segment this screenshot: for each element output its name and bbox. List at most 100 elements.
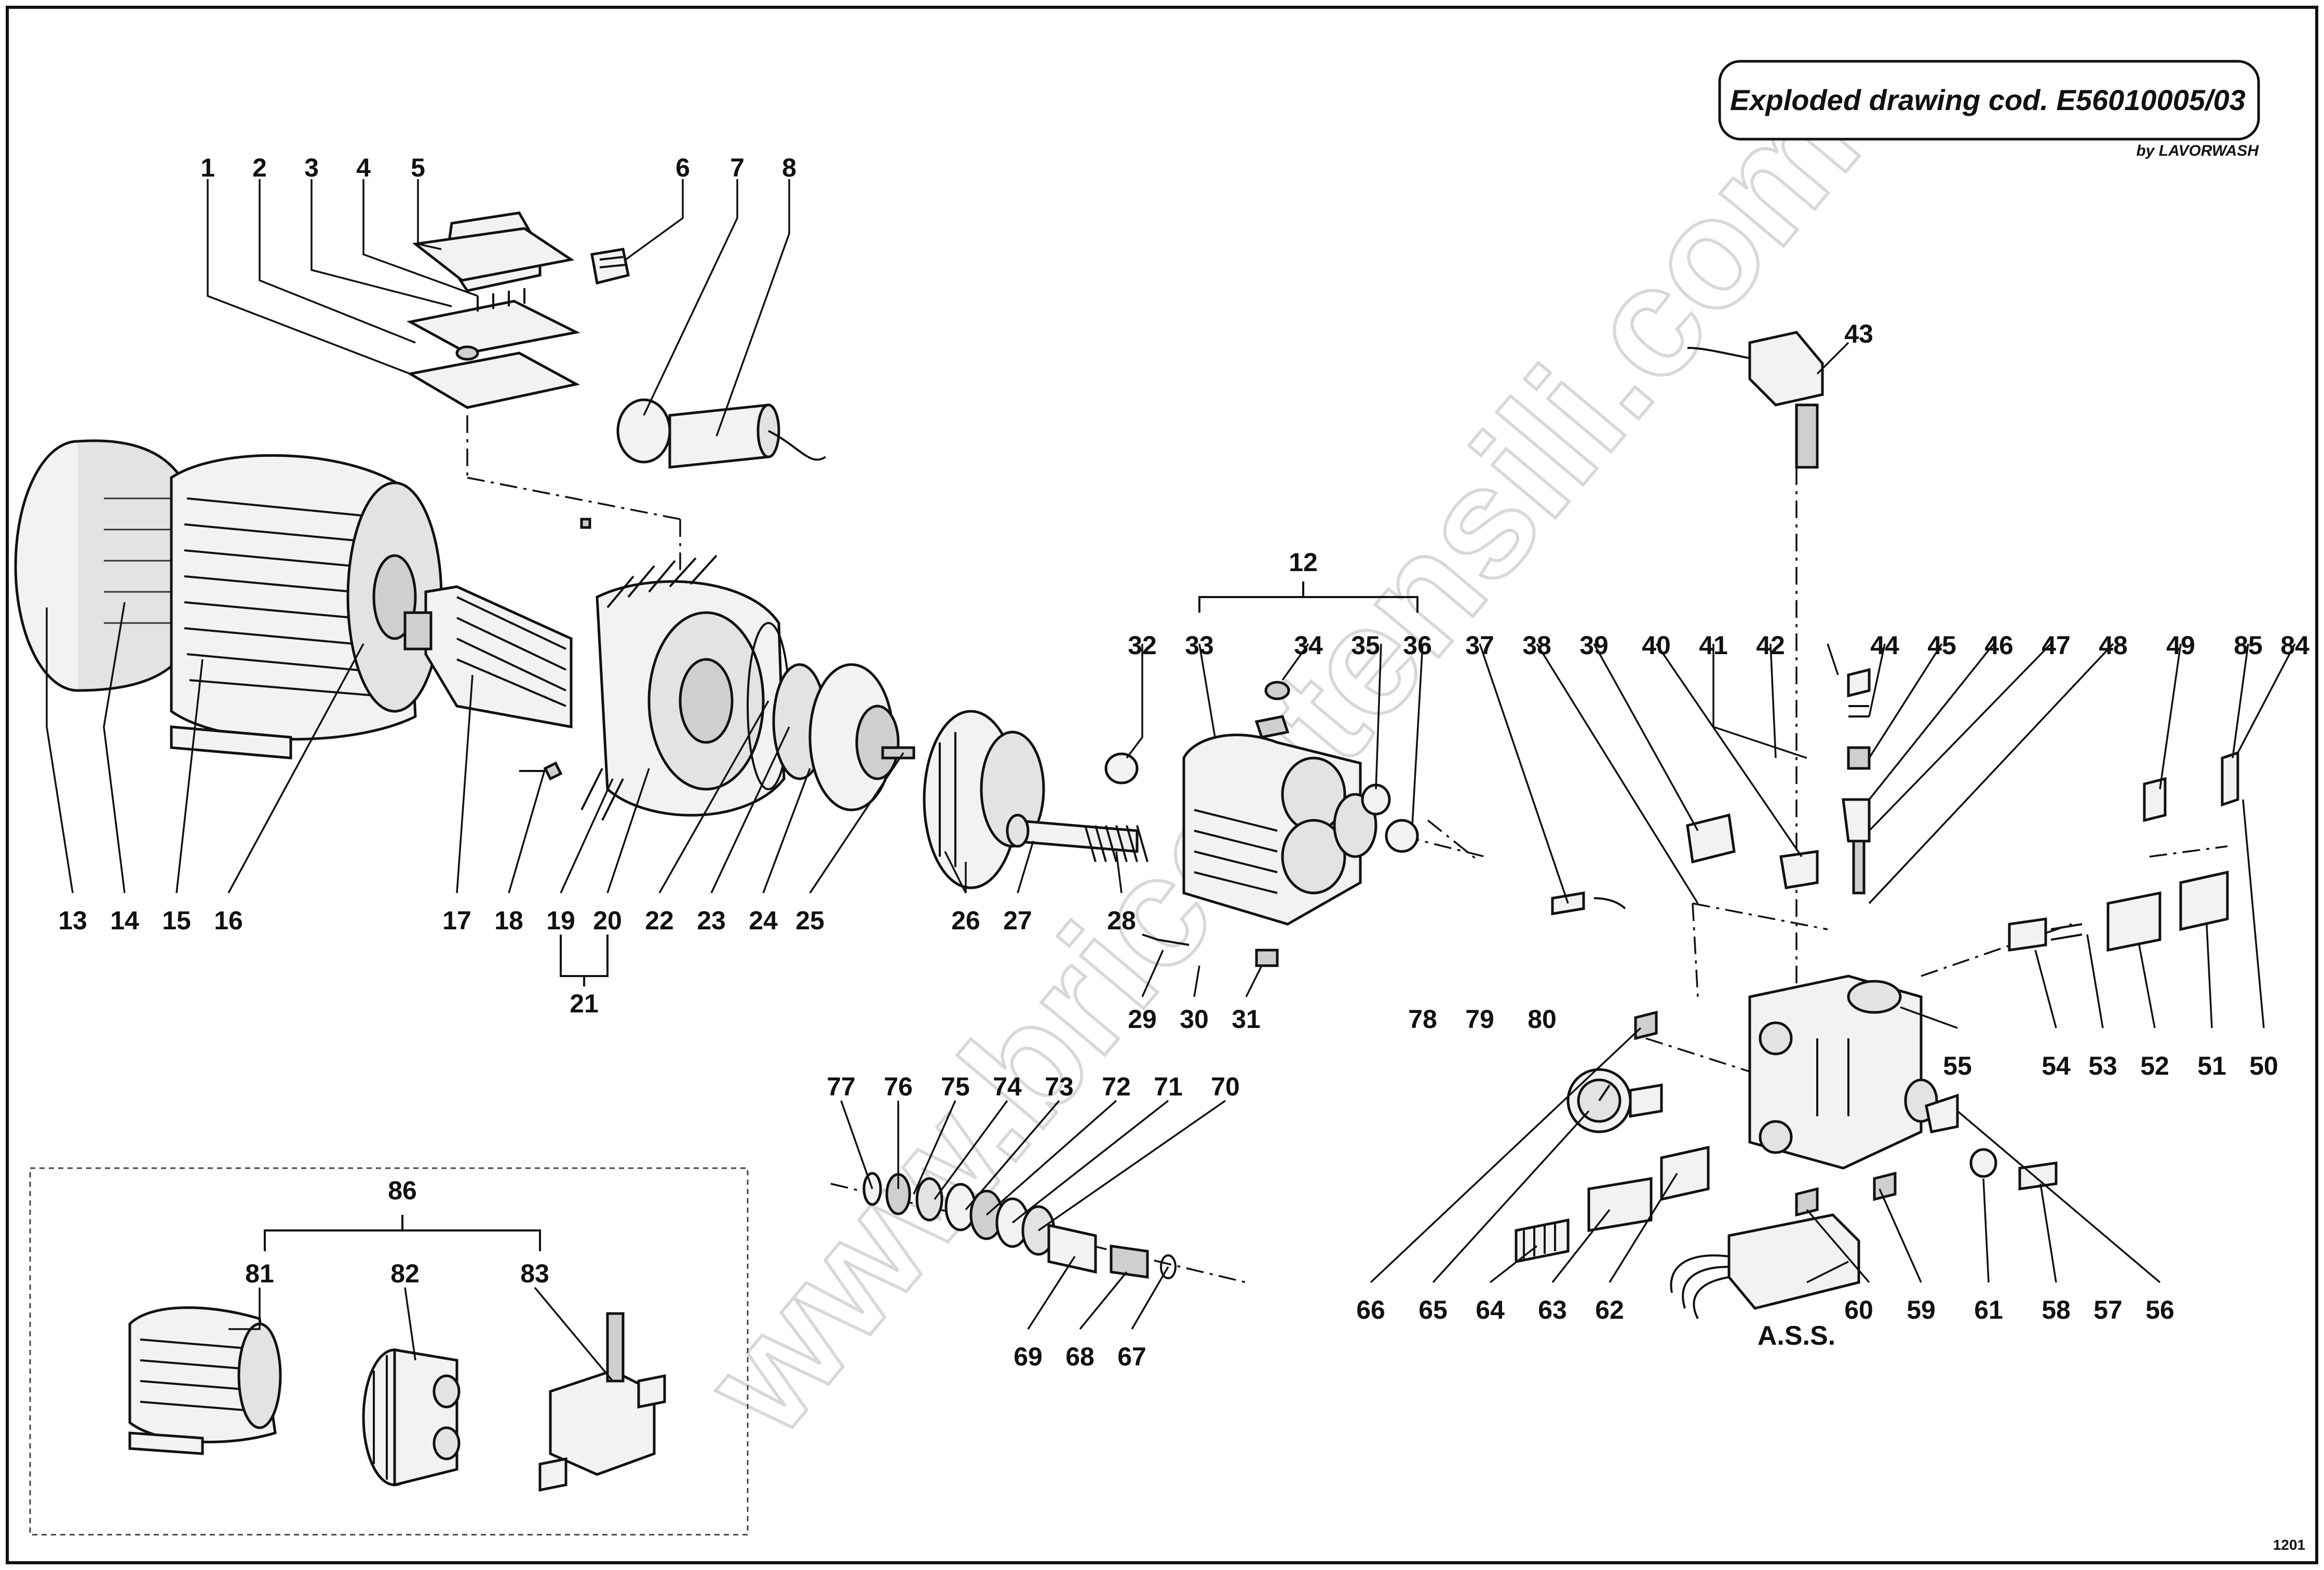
- pressure-switch: [1687, 331, 1824, 469]
- motor-housing: [170, 454, 443, 760]
- callout-52: 52: [2140, 1051, 2169, 1080]
- callout-numbers: 1 2 3 4 5 6 7 8 12 13 14 15 16 17 18 19 …: [58, 153, 2309, 1371]
- callout-53: 53: [2088, 1051, 2117, 1080]
- callout-76: 76: [884, 1072, 913, 1101]
- callout-79: 79: [1465, 1005, 1494, 1034]
- callout-15: 15: [162, 906, 191, 935]
- callout-39: 39: [1579, 631, 1609, 660]
- callout-14: 14: [110, 906, 139, 935]
- outlet-fittings: [1515, 1145, 1710, 1264]
- callout-41: 41: [1699, 631, 1728, 660]
- motor-rotor: [403, 585, 573, 728]
- callout-49: 49: [2166, 631, 2195, 660]
- callout-36: 36: [1403, 631, 1432, 660]
- callout-34: 34: [1294, 631, 1323, 660]
- sheet-code: 1201: [2273, 1537, 2305, 1553]
- callout-54: 54: [2042, 1051, 2071, 1080]
- terminal-box: [406, 211, 580, 409]
- callout-25: 25: [795, 906, 825, 935]
- cable-gland: [590, 248, 630, 285]
- spare-assemblies-box: [29, 1167, 749, 1536]
- callout-2: 2: [252, 153, 267, 182]
- spare-pump-head-assembly: [362, 1348, 461, 1487]
- spare-motor-assembly: [128, 1306, 282, 1455]
- callout-65: 65: [1418, 1295, 1448, 1324]
- callout-66: 66: [1356, 1295, 1385, 1324]
- callout-5: 5: [411, 153, 425, 182]
- callout-86: 86: [388, 1176, 417, 1205]
- callout-4: 4: [356, 153, 371, 182]
- callout-6: 6: [675, 153, 690, 182]
- callout-45: 45: [1927, 631, 1956, 660]
- callout-16: 16: [214, 906, 243, 935]
- callout-74: 74: [993, 1072, 1022, 1101]
- spare-valve-assembly: [538, 1312, 666, 1492]
- callout-1: 1: [200, 153, 215, 182]
- callout-23: 23: [697, 906, 726, 935]
- callout-17: 17: [442, 906, 471, 935]
- callout-43: 43: [1844, 319, 1873, 348]
- capacitor: [616, 398, 827, 469]
- callout-21: 21: [570, 989, 599, 1018]
- leader-lines: [46, 179, 2296, 1382]
- drawing-title: Exploded drawing cod. E56010005/03: [1730, 84, 2246, 116]
- callout-82: 82: [390, 1259, 420, 1288]
- brand-label: by LAVORWASH: [2136, 142, 2259, 159]
- group-brackets: [264, 581, 1418, 1251]
- callout-22: 22: [645, 906, 674, 935]
- pump-head-plugs: [1104, 681, 1419, 967]
- pressure-gauge: [1566, 1010, 1663, 1133]
- flange-parts: [747, 622, 915, 811]
- callout-69: 69: [1014, 1342, 1043, 1371]
- callout-7: 7: [730, 153, 745, 182]
- ass-label: A.S.S.: [1758, 1321, 1835, 1351]
- callout-63: 63: [1538, 1295, 1567, 1324]
- valve-body: [1748, 975, 1938, 1170]
- callout-70: 70: [1211, 1072, 1240, 1101]
- callout-64: 64: [1476, 1295, 1505, 1324]
- callout-80: 80: [1528, 1005, 1557, 1034]
- callout-33: 33: [1185, 631, 1214, 660]
- callout-48: 48: [2099, 631, 2128, 660]
- callout-59: 59: [1907, 1295, 1936, 1324]
- ass-module: [1670, 1171, 1897, 1319]
- callout-67: 67: [1117, 1342, 1146, 1371]
- seal-kit: [862, 1172, 1177, 1279]
- callout-68: 68: [1065, 1342, 1095, 1371]
- pump-head: [1182, 715, 1377, 926]
- callout-71: 71: [1154, 1072, 1183, 1101]
- callout-55: 55: [1943, 1051, 1972, 1080]
- unloader-parts: [1551, 668, 1871, 915]
- callout-81: 81: [245, 1259, 274, 1288]
- callout-35: 35: [1351, 631, 1380, 660]
- callout-31: 31: [1232, 1005, 1261, 1034]
- title-box: [1718, 60, 2260, 141]
- wobble-plate: [923, 710, 1045, 889]
- callout-42: 42: [1756, 631, 1785, 660]
- callout-3: 3: [304, 153, 319, 182]
- callout-51: 51: [2197, 1051, 2226, 1080]
- callout-62: 62: [1595, 1295, 1624, 1324]
- callout-58: 58: [2042, 1295, 2071, 1324]
- callout-13: 13: [58, 906, 87, 935]
- callout-28: 28: [1107, 906, 1136, 935]
- callout-85: 85: [2234, 631, 2263, 660]
- callout-30: 30: [1180, 1005, 1209, 1034]
- callout-75: 75: [941, 1072, 970, 1101]
- callout-84: 84: [2280, 631, 2309, 660]
- callout-72: 72: [1102, 1072, 1131, 1101]
- callout-38: 38: [1522, 631, 1551, 660]
- callout-24: 24: [749, 906, 778, 935]
- callout-40: 40: [1642, 631, 1671, 660]
- callout-50: 50: [2249, 1051, 2278, 1080]
- callout-56: 56: [2145, 1295, 2174, 1324]
- callout-57: 57: [2093, 1295, 2123, 1324]
- drawing-frame: [6, 6, 2318, 1564]
- callout-73: 73: [1045, 1072, 1074, 1101]
- callout-83: 83: [520, 1259, 549, 1288]
- callout-46: 46: [1984, 631, 2014, 660]
- callout-27: 27: [1003, 906, 1032, 935]
- small-screws-motor: [519, 518, 591, 781]
